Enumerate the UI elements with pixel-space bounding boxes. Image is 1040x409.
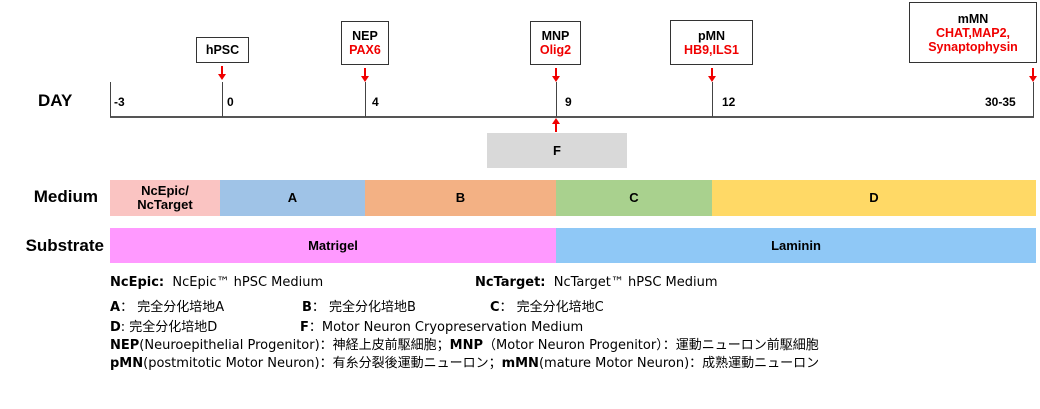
legend-value: (mature Motor Neuron)：成熟運動ニューロン: [538, 356, 820, 371]
medium-segment-c: C: [556, 180, 712, 216]
segment-label: C: [629, 190, 639, 205]
segment-label: NcEpic/: [141, 183, 189, 198]
legend-key: NcTarget:: [475, 275, 546, 290]
arrow-down-icon: [1029, 68, 1037, 82]
day-label: 0: [227, 95, 234, 109]
legend-key: D: [110, 320, 121, 335]
timeline-axis: [110, 116, 1034, 118]
day-label: 12: [722, 95, 736, 109]
tick-day-30-35: [1033, 82, 1034, 117]
legend-key: NcEpic:: [110, 275, 165, 290]
day-label: 9: [565, 95, 572, 109]
stage-name: mMN: [957, 11, 989, 26]
segment-label: A: [287, 190, 298, 205]
legend-key: C: [490, 300, 500, 315]
day-label: -3: [114, 95, 125, 109]
stage-box-nep: NEP PAX6: [341, 21, 389, 65]
legend-nctarget: NcTarget: NcTarget™ hPSC Medium: [475, 275, 718, 290]
stage-name: MNP: [541, 29, 570, 43]
segment-label: Matrigel: [308, 237, 358, 253]
legend-value: (postmitotic Motor Neuron)：有糸分裂後運動ニューロン；: [143, 356, 502, 371]
substrate-row-label: Substrate: [25, 236, 104, 255]
legend-key: mMN: [501, 356, 539, 371]
legend-value: ： 完全分化培地B: [311, 300, 416, 315]
legend-value: NcEpic™ hPSC Medium: [172, 275, 324, 290]
legend-f: F：Motor Neuron Cryopreservation Medium: [300, 316, 583, 335]
stage-marker: Olig2: [539, 43, 572, 57]
arrow-down-icon: [708, 68, 716, 82]
legend-key: F: [300, 320, 309, 335]
stage-box-hpsc: hPSC: [196, 37, 249, 63]
legend-nep-mnp: NEP(Neuroepithelial Progenitor)：神経上皮前駆細胞…: [110, 334, 819, 353]
day-label: 4: [372, 95, 379, 109]
legend-pmn-mmn: pMN(postmitotic Motor Neuron)：有糸分裂後運動ニュー…: [110, 352, 819, 371]
legend-value: (Neuroepithelial Progenitor)：神経上皮前駆細胞；: [139, 338, 450, 353]
f-box-label: F: [553, 142, 561, 158]
segment-label: D: [869, 190, 879, 205]
legend-d: D: 完全分化培地D: [110, 316, 217, 335]
substrate-segment-laminin: Laminin: [556, 228, 1036, 263]
stage-box-pmn: pMN HB9,ILS1: [670, 20, 753, 65]
stage-name: hPSC: [205, 43, 240, 57]
stage-marker: CHAT,MAP2,: [935, 25, 1011, 40]
stage-marker: Synaptophysin: [928, 39, 1018, 54]
segment-label: Laminin: [771, 237, 821, 253]
stage-box-mmn: mMN CHAT,MAP2, Synaptophysin: [909, 2, 1037, 63]
legend-c: C： 完全分化培地C: [490, 296, 604, 315]
arrow-down-icon: [361, 68, 369, 82]
medium-segment-d: D: [712, 180, 1036, 216]
arrow-down-icon: [218, 66, 226, 80]
legend-key: MNP: [449, 338, 484, 353]
legend-value: ：Motor Neuron Cryopreservation Medium: [308, 320, 584, 335]
legend-value: NcTarget™ hPSC Medium: [553, 275, 718, 290]
tick-day-9: [556, 82, 557, 117]
tick-day-4: [365, 82, 366, 117]
substrate-segment-matrigel: Matrigel: [110, 228, 556, 263]
legend-ncepic: NcEpic: NcEpic™ hPSC Medium: [110, 275, 323, 290]
legend-value: ： 完全分化培地C: [499, 300, 604, 315]
legend-key: A: [110, 300, 121, 315]
legend-b: B： 完全分化培地B: [302, 296, 416, 315]
medium-segment-ncepic-nctarget: NcEpic/ NcTarget: [110, 180, 220, 216]
stage-marker: HB9,ILS1: [684, 42, 739, 57]
legend-value: （Motor Neuron Progenitor）：運動ニューロン前駆細胞: [483, 338, 819, 353]
stage-name: NEP: [352, 29, 378, 43]
segment-label: NcTarget: [137, 197, 193, 212]
day-label: 30-35: [985, 95, 1016, 109]
tick-day-12: [712, 82, 713, 117]
f-box: F: [487, 133, 627, 168]
legend-a: A： 完全分化培地A: [110, 296, 224, 315]
arrow-down-icon: [552, 68, 560, 82]
medium-segment-b: B: [365, 180, 556, 216]
legend-key: B: [302, 300, 312, 315]
arrow-up-icon: [552, 118, 560, 132]
legend-key: pMN: [110, 356, 144, 371]
legend-value: ： 完全分化培地A: [120, 300, 225, 315]
tick-day-minus3: [110, 82, 111, 117]
stage-box-mnp: MNP Olig2: [530, 21, 581, 65]
medium-segment-a: A: [220, 180, 365, 216]
day-row-label: DAY: [38, 91, 73, 110]
stage-name: pMN: [697, 28, 726, 43]
legend-key: NEP: [110, 338, 140, 353]
legend-value: : 完全分化培地D: [120, 320, 218, 335]
medium-row-label: Medium: [33, 187, 98, 206]
tick-day-0: [222, 82, 223, 117]
stage-marker: PAX6: [349, 43, 381, 57]
segment-label: B: [455, 190, 466, 205]
